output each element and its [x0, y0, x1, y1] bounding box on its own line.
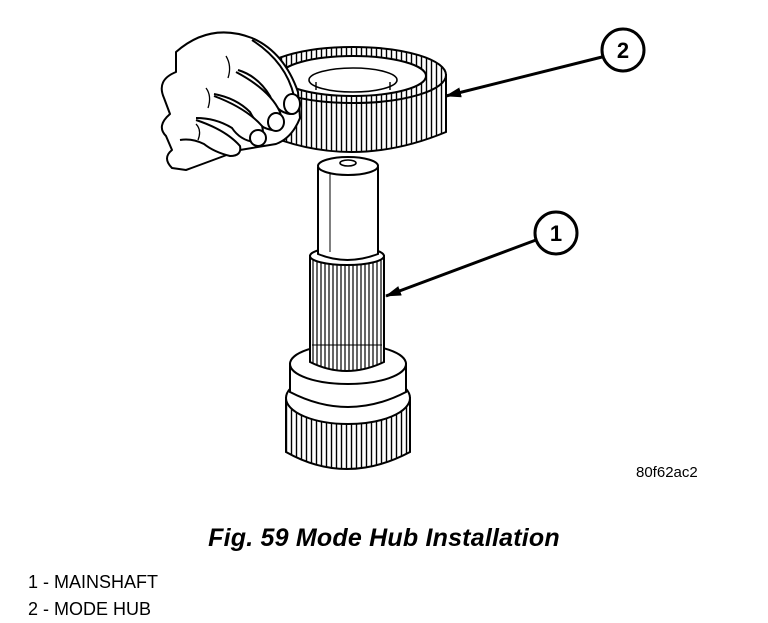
mode-hub: [259, 46, 447, 153]
legend: 1 - MAINSHAFT 2 - MODE HUB: [28, 569, 158, 623]
technical-illustration: 2 1: [160, 27, 646, 470]
callout-2-number: 2: [617, 38, 629, 63]
mainshaft: [285, 156, 411, 470]
callout-2: 2: [445, 27, 646, 98]
callout-1-number: 1: [550, 221, 562, 246]
hand-illustration: [160, 31, 301, 171]
legend-item-mainshaft: 1 - MAINSHAFT: [28, 572, 159, 592]
image-code: 80f62ac2: [636, 464, 698, 481]
figure-caption: Fig. 59 Mode Hub Installation: [208, 524, 560, 552]
legend-item-mode-hub: 2 - MODE HUB: [28, 599, 152, 619]
callout-1: 1: [385, 210, 579, 298]
